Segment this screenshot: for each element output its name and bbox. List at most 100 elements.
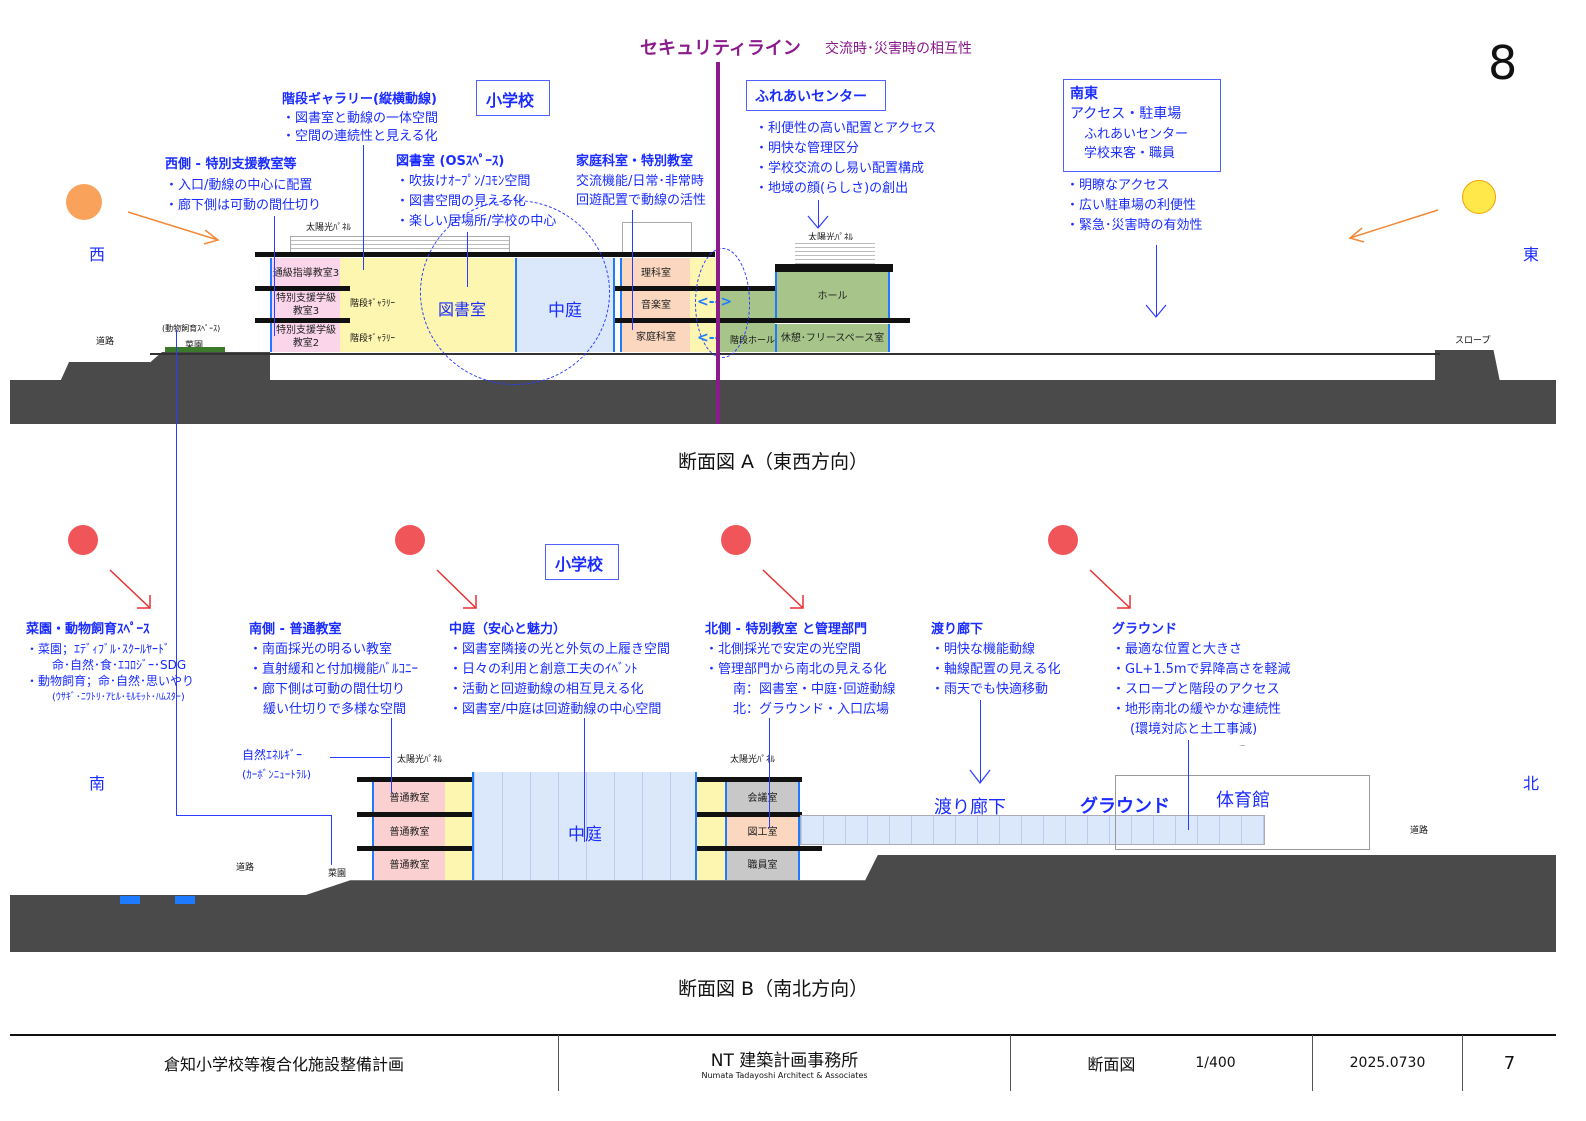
leader-line [391,718,393,793]
terrain-garden [150,352,270,382]
note-item: ・空間の連続性と見える化 [282,129,438,144]
room: 普通教室 [372,816,445,848]
floor-slab [357,812,472,817]
leader-line [818,200,820,228]
room: 音楽室 [620,290,690,320]
note-item: 交流機能/日常･非常時 [576,174,704,189]
office-name-en: Numata Tadayoshi Architect & Associates [701,1071,868,1080]
note-item: (ｳｻｷﾞ･ﾆﾜﾄﾘ･ｱﾋﾙ･ﾓﾙﾓｯﾄ･ﾊﾑｽﾀｰ) [52,692,185,703]
sun-icon [66,184,102,220]
note-item: ・地域の顔(らしさ)の創出 [755,181,909,196]
solar-panel-label: 太陽光ﾊﾟﾈﾙ [808,233,854,243]
leader-line [769,718,771,828]
title-block-border [10,1034,1556,1036]
leader-line [176,330,178,815]
ground-line-a [150,353,1440,355]
sun-icon [1462,180,1496,214]
security-line-title: セキュリティライン [640,38,801,59]
garden-bed [165,347,225,352]
leader-line [1156,245,1158,317]
note-item: ・直射緩和と付加機能ﾊﾞﾙｺﾆｰ [249,662,419,677]
note-item: ・動物飼育；命･自然･思いやり [26,674,195,688]
sheet-number: 7 [1462,1035,1556,1091]
home-ec-title: 家庭科室・特別教室 [576,154,694,169]
note-item: 北：グラウンド・入口広場 [733,702,890,717]
southeast-line: 学校来客・職員 [1084,146,1176,161]
room: 会議室 [725,782,800,814]
road-label: 道路 [1410,826,1429,836]
connecting-corridor [800,815,1265,845]
water-channel [175,896,195,904]
ground-label: グラウンド [1080,796,1170,817]
direction-west: 西 [89,245,106,264]
library-title: 図書室 (OSｽﾍﾟｰｽ) [396,154,505,169]
corridor-volume [445,782,472,880]
school-label-box: 小学校 [476,80,550,116]
note-item: ・広い駐車場の利便性 [1066,198,1197,213]
road-label: 道路 [236,863,255,873]
floor-slab [357,846,472,851]
southeast-box: 南東 アクセス・駐車場 ふれあいセンター 学校来客・職員 [1063,79,1221,172]
floor-slab [255,318,350,323]
southeast-title: 南東 [1070,86,1098,102]
leader-line [467,232,469,287]
bidirectional-arrow-icon: <-- [697,330,721,346]
sun-icon [68,525,98,555]
room: 特別支援学級教室3 [270,290,340,320]
office-name: NT 建築計画事務所 [710,1051,859,1071]
floor-slab [615,318,910,323]
exchange-highlight-circle [695,248,750,358]
terrain-west [60,362,150,382]
roof-slab [775,264,893,272]
room: 階段ｷﾞｬﾗﾘｰ [350,299,396,309]
ground-b [10,895,1556,952]
note-item: ・楽しい居場所/学校の中心 [396,214,557,229]
note-item: ・明快な管理区分 [755,141,860,156]
leader-line [584,718,586,842]
note-item: (環境対応と土工事減) [1130,722,1258,737]
gymnasium [1115,775,1370,850]
school-label-box: 小学校 [545,544,619,580]
room: 図工室 [725,816,800,848]
room: 通級指導教室3 [270,258,340,288]
garden-label: 菜園 [185,341,204,351]
solar-panel-label: 太陽光ﾊﾟﾈﾙ [306,223,352,233]
room: 理科室 [620,258,690,288]
leader-line [363,145,365,270]
project-title: 倉知小学校等複合化施設整備計画 [163,1055,404,1074]
drawing-info: 断面図 1/400 [1010,1035,1312,1091]
solar-panel-label: 太陽光ﾊﾟﾈﾙ [397,755,443,765]
southeast-line: アクセス・駐車場 [1070,106,1182,122]
drawing-scale: 1/400 [1195,1055,1236,1071]
bidirectional-arrow-icon: <--> [697,294,733,310]
note-item: ・明瞭なアクセス [1066,178,1170,193]
room: 階段ｷﾞｬﾗﾘｰ [350,334,396,344]
note-item: ・図書空間の見える化 [396,194,526,209]
note-item: 緩い仕切りで多様な空間 [263,702,407,717]
floor-slab [255,286,350,291]
ground-a [10,380,1556,424]
note-item: ・入口/動線の中心に配置 [165,178,313,193]
note-item: ・廊下側は可動の間仕切り [165,198,322,213]
note-item: ・緊急･災害時の有効性 [1066,218,1203,233]
roof-slab [697,777,802,782]
note-item: ・雨天でも快適移動 [931,682,1049,697]
south-side-title: 南側 - 普通教室 [249,622,342,637]
stair-gallery-title: 階段ギャラリー(縦横動線) [282,92,437,107]
garden-label: 菜園 [328,869,347,879]
energy-label: (ｶｰﾎﾞﾝﾆｭｰﾄﾗﾙ) [242,768,312,781]
sun-icon [1048,525,1078,555]
leader-line [632,210,634,330]
energy-label: 自然ｴﾈﾙｷﾞｰ [242,748,303,762]
note-item: ・日々の利用と創意工夫のｲﾍﾞﾝﾄ [449,662,638,677]
note-item: 回遊配置で動線の活性 [576,193,707,208]
page-number: 8 [1488,36,1518,90]
leader-line [1188,740,1190,830]
drawing-title: 断面図 [1087,1055,1136,1074]
note-item: ・北側採光で安定の光空間 [705,642,862,657]
note-item: ・管理部門から南北の見える化 [705,662,887,677]
drawing-date: 2025.0730 [1312,1035,1462,1091]
corridor-title: 渡り廊下 [931,622,984,637]
note-item: ・活動と回遊動線の相互見える化 [449,682,644,697]
